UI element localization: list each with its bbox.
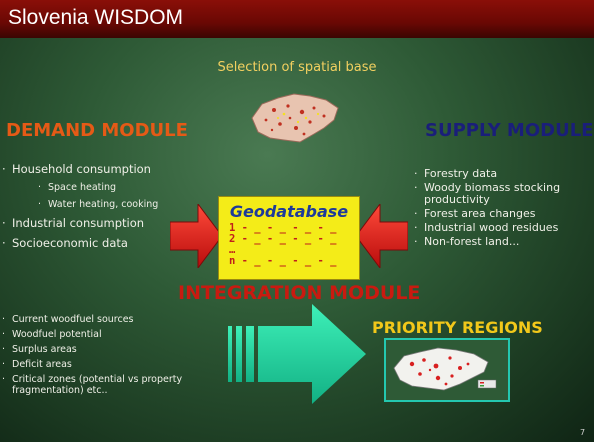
geodatabase-row: n - _ - _ - _ - _ [229,255,337,267]
supply-arrow-icon [356,204,408,268]
geodatabase-row: … [229,244,236,256]
output-list: Current woodfuel sources Woodfuel potent… [2,314,227,400]
demand-module-heading: DEMAND MODULE [6,120,188,141]
slovenia-map-image [251,93,339,143]
title-bar [0,0,594,38]
demand-list: Household consumption Space heating Wate… [2,162,202,256]
integration-module-heading: INTEGRATION MODULE [178,282,421,304]
geodatabase-title: Geodatabase [229,202,349,221]
list-item: Socioeconomic data [2,236,202,250]
list-item: Household consumption [2,162,202,176]
list-item: Critical zones (potential vs property fr… [2,374,227,396]
priority-regions-heading: PRIORITY REGIONS [372,318,543,337]
list-item: Water heating, cooking [2,199,202,210]
output-arrow-icon [228,304,366,404]
list-item: Woodfuel potential [2,329,227,340]
priority-map-image [393,347,497,391]
list-item: Forestry data [414,168,592,181]
list-item: Industrial wood residues [414,222,592,235]
geodatabase-row: 1 - _ - _ - _ - _ [229,222,337,234]
supply-module-heading: SUPPLY MODULE [425,120,594,141]
list-item: Deficit areas [2,359,227,370]
list-item: Surplus areas [2,344,227,355]
list-item: Current woodfuel sources [2,314,227,325]
supply-list: Forestry data Woody biomass stocking pro… [414,168,592,250]
geodatabase-box: Geodatabase 1 - _ - _ - _ - _ 2 - _ - _ … [218,196,360,280]
slide-title: Slovenia WISDOM [8,6,184,29]
list-item: Industrial consumption [2,216,202,230]
list-item: Space heating [2,182,202,193]
geodatabase-rows: 1 - _ - _ - _ - _ 2 - _ - _ - _ - _ … n … [229,223,336,267]
priority-map-frame [384,338,510,402]
page-number: 7 [580,428,586,437]
slide-subtitle: Selection of spatial base [217,60,377,75]
geodatabase-row: 2 - _ - _ - _ - _ [229,233,337,245]
list-item: Forest area changes [414,208,592,221]
list-item: Woody biomass stocking productivity [414,182,592,206]
list-item: Non-forest land... [414,236,592,249]
demand-arrow-icon [170,204,222,268]
